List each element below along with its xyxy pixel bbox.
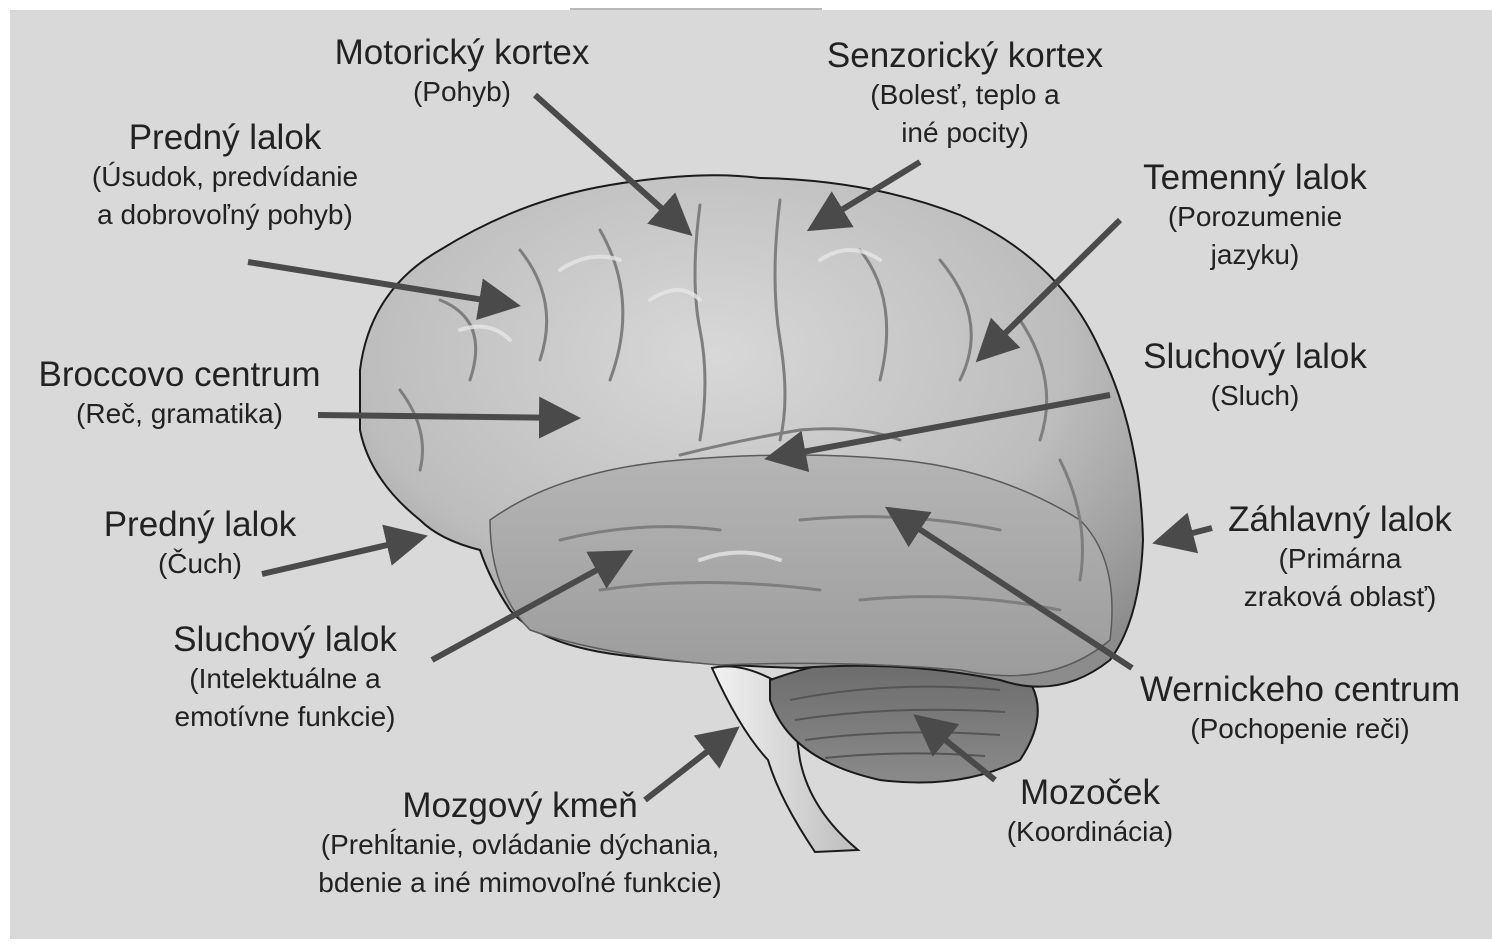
label-desc: (Primárna: [1195, 540, 1485, 578]
label-predny-lalok-bottom: Predný lalok (Čuch): [60, 505, 340, 583]
label-title: Mozgový kmeň: [250, 786, 790, 826]
label-desc: a dobrovoľný pohyb): [40, 196, 410, 234]
label-sluchovy-lalok-left: Sluchový lalok (Intelektuálne a emotívne…: [130, 620, 440, 736]
label-desc: (Úsudok, predvídanie: [40, 158, 410, 196]
label-desc: (Koordinácia): [965, 813, 1215, 851]
label-motoricky-kortex: Motorický kortex (Pohyb): [292, 33, 632, 111]
label-desc: (Pohyb): [292, 73, 632, 111]
label-broccovo-centrum: Broccovo centrum (Reč, gramatika): [12, 355, 347, 433]
label-title: Motorický kortex: [292, 33, 632, 73]
label-title: Sluchový lalok: [130, 620, 440, 660]
label-title: Senzorický kortex: [790, 36, 1140, 76]
label-desc: (Intelektuálne a: [130, 660, 440, 698]
label-mozgovy-kmen: Mozgový kmeň (Prehĺtanie, ovládanie dých…: [250, 786, 790, 902]
label-title: Temenný lalok: [1105, 158, 1405, 198]
label-desc: emotívne funkcie): [130, 698, 440, 736]
label-sluchovy-lalok-right: Sluchový lalok (Sluch): [1105, 337, 1405, 415]
label-desc: (Porozumenie: [1105, 198, 1405, 236]
label-desc: (Čuch): [60, 545, 340, 583]
label-wernickeho-centrum: Wernickeho centrum (Pochopenie reči): [1110, 670, 1490, 748]
label-title: Mozoček: [965, 773, 1215, 813]
label-desc: iné pocity): [790, 114, 1140, 152]
label-title: Predný lalok: [40, 118, 410, 158]
label-senzoricky-kortex: Senzorický kortex (Bolesť, teplo a iné p…: [790, 36, 1140, 152]
label-desc: (Reč, gramatika): [12, 395, 347, 433]
label-title: Predný lalok: [60, 505, 340, 545]
arrow-broccovo: [318, 415, 575, 418]
temporal-lobe: [490, 455, 1112, 676]
label-desc: (Prehĺtanie, ovládanie dýchania,: [250, 826, 790, 864]
label-desc: (Pochopenie reči): [1110, 710, 1490, 748]
label-mozocek: Mozoček (Koordinácia): [965, 773, 1215, 851]
label-zahlavny-lalok: Záhlavný lalok (Primárna zraková oblasť): [1195, 500, 1485, 616]
label-predny-lalok-top: Predný lalok (Úsudok, predvídanie a dobr…: [40, 118, 410, 234]
label-desc: jazyku): [1105, 236, 1405, 274]
label-temenny-lalok: Temenný lalok (Porozumenie jazyku): [1105, 158, 1405, 274]
label-desc: (Bolesť, teplo a: [790, 76, 1140, 114]
label-desc: (Sluch): [1105, 377, 1405, 415]
label-desc: bdenie a iné mimovoľné funkcie): [250, 864, 790, 902]
label-title: Sluchový lalok: [1105, 337, 1405, 377]
label-desc: zraková oblasť): [1195, 578, 1485, 616]
label-title: Broccovo centrum: [12, 355, 347, 395]
label-title: Wernickeho centrum: [1110, 670, 1490, 710]
label-title: Záhlavný lalok: [1195, 500, 1485, 540]
